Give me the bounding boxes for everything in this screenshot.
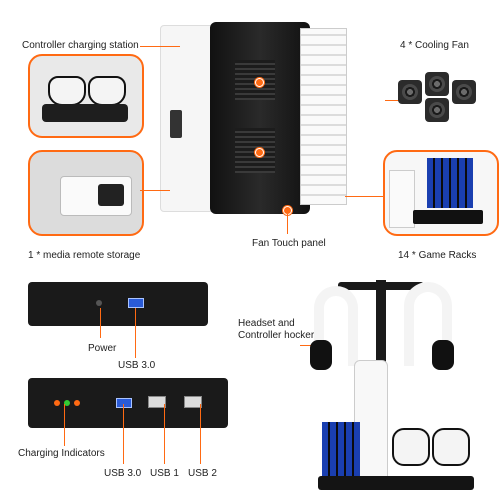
label-cooling-fan: 4 * Cooling Fan <box>400 40 469 51</box>
power-button <box>96 300 102 306</box>
line-charging <box>140 46 180 47</box>
stand-controller-2 <box>432 428 470 466</box>
vent-dot-2 <box>255 148 264 157</box>
cooling-fan-icon-3 <box>452 80 476 104</box>
game-rack-stack <box>300 28 347 205</box>
label-usb30-bottom: USB 3.0 <box>104 468 142 479</box>
cooling-fan-icon-4 <box>425 98 449 122</box>
headset-left <box>314 286 358 366</box>
vent-dot-1 <box>255 78 264 87</box>
usb30-port-top <box>128 298 144 308</box>
thumb-media-remote <box>28 150 144 236</box>
controller-icon-1 <box>48 76 86 106</box>
line-usb30-bottom <box>123 404 124 464</box>
port-panel-top <box>28 282 208 326</box>
headset-left-cup <box>310 340 332 370</box>
thumb-game-racks <box>383 150 499 236</box>
cooling-fan-icon-1 <box>398 80 422 104</box>
led-1 <box>54 400 60 406</box>
charger-base <box>42 104 128 122</box>
thumb-charging-station <box>28 54 144 138</box>
line-remote <box>140 190 170 191</box>
rack-console <box>389 170 415 228</box>
line-indicators <box>64 404 65 446</box>
label-fan-touch-panel: Fan Touch panel <box>252 238 326 249</box>
label-usb2: USB 2 <box>188 468 217 479</box>
controller-icon-2 <box>88 76 126 106</box>
label-power: Power <box>88 343 117 354</box>
label-usb1: USB 1 <box>150 468 179 479</box>
rack-base <box>413 210 483 224</box>
label-charging-indicators: Charging Indicators <box>18 448 105 459</box>
remote-device <box>98 184 124 206</box>
line-racks <box>345 196 383 197</box>
rack-discs <box>427 158 473 208</box>
port-panel-bottom <box>28 378 228 428</box>
line-usb1 <box>164 404 165 464</box>
console-black-body <box>210 22 310 214</box>
stand-base <box>318 476 474 490</box>
line-fan-touch <box>287 214 288 234</box>
headset-right-cup <box>432 340 454 370</box>
headset-right <box>404 282 452 366</box>
stand-controller-1 <box>392 428 430 466</box>
led-3 <box>74 400 80 406</box>
label-headset-hooker: Headset and Controller hocker <box>238 318 315 341</box>
line-usb2 <box>200 404 201 464</box>
usb1-port <box>148 396 166 408</box>
label-media-remote: 1 * media remote storage <box>28 250 141 261</box>
line-power <box>100 308 101 338</box>
line-fan <box>385 100 400 101</box>
game-cases <box>322 422 360 478</box>
label-charging-station: Controller charging station <box>22 40 139 51</box>
led-2 <box>64 400 70 406</box>
line-usb30-top <box>135 308 136 358</box>
usb30-port-bottom <box>116 398 132 408</box>
label-usb30-top: USB 3.0 <box>118 360 156 371</box>
cooling-fan-icon-2 <box>425 72 449 96</box>
usb2-port <box>184 396 202 408</box>
label-game-racks: 14 * Game Racks <box>398 250 477 261</box>
media-remote-slot <box>170 110 182 138</box>
stand-arm <box>338 282 424 290</box>
